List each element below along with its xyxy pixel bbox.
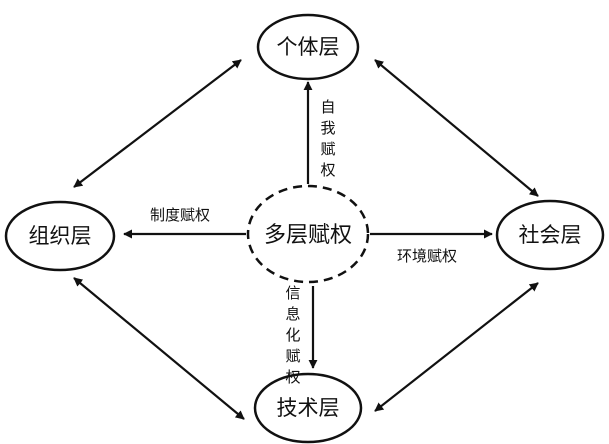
edge-label-right: 环境赋权 [397,247,457,265]
node-right: 社会层 [495,199,605,271]
node-top-label: 个体层 [277,35,340,59]
edge-label-down-char: 赋 [285,347,300,365]
node-left-label: 组织层 [29,224,92,248]
edge-label-up-char: 赋 [320,140,335,158]
edge-label-up-char: 自 [320,98,335,116]
node-bottom-label: 技术层 [277,396,340,420]
edge-label-down: 信 息 化 赋 权 [285,284,300,386]
edge-label-left: 制度赋权 [150,206,210,224]
edge-label-down-char: 化 [285,326,300,344]
edge-label-down-char: 信 [285,284,300,302]
node-bottom: 技术层 [253,372,363,444]
edge-label-down-char: 息 [285,305,300,323]
arrow-top-right [374,59,539,197]
edge-label-up-char: 权 [320,161,335,179]
edge-label-up-char: 我 [320,119,335,137]
node-right-label: 社会层 [519,223,582,247]
arrow-left-bottom [73,277,245,420]
arrow-right-bottom [374,282,539,412]
node-center: 多层赋权 [246,184,370,284]
node-left: 组织层 [4,200,116,272]
arrow-top-left [73,59,242,188]
node-center-label: 多层赋权 [264,223,352,248]
edge-label-down-char: 权 [285,368,300,386]
edge-label-up: 自 我 赋 权 [320,98,335,179]
node-top: 个体层 [256,13,360,81]
